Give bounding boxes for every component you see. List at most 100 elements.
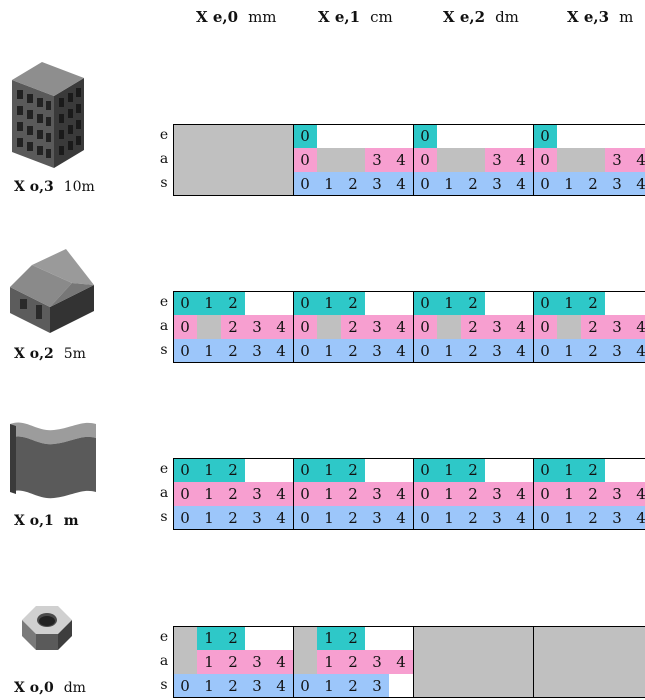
a-level-cell: 3	[605, 315, 629, 339]
blank-cell	[485, 291, 509, 315]
column-unit: dm	[495, 8, 519, 26]
s-level-cell: 2	[341, 506, 365, 530]
row-letter-s: s	[160, 509, 168, 525]
s-level-cell: 1	[437, 339, 461, 363]
a-level-cell: 0	[293, 315, 317, 339]
s-level-cell: 4	[269, 339, 293, 363]
blank-cell	[557, 124, 581, 148]
s-level-cell: 0	[413, 172, 437, 196]
grid-left-border	[173, 124, 174, 196]
blank-cell	[245, 291, 269, 315]
blank-cell	[389, 291, 413, 315]
a-level-cell: 1	[317, 482, 341, 506]
row-letter-s: s	[160, 175, 168, 191]
s-level-cell: 3	[605, 172, 629, 196]
unavailable-block	[533, 626, 645, 698]
s-level-cell: 2	[581, 172, 605, 196]
row-letter-s: s	[160, 342, 168, 358]
e-level-cell: 0	[293, 458, 317, 482]
block-divider	[533, 626, 534, 698]
block-divider	[413, 124, 414, 196]
e-level-cell: 0	[413, 124, 437, 148]
s-level-cell: 0	[413, 339, 437, 363]
e-level-cell: 1	[557, 291, 581, 315]
s-level-cell: 0	[293, 674, 317, 698]
s-level-cell: 1	[317, 506, 341, 530]
a-level-cell: 4	[509, 482, 533, 506]
e-level-cell: 2	[581, 291, 605, 315]
row-letter-e: e	[159, 461, 169, 477]
block-divider	[413, 626, 414, 698]
s-level-cell: 0	[413, 506, 437, 530]
s-level-cell: 2	[461, 506, 485, 530]
block-divider	[413, 291, 414, 363]
s-level-cell: 1	[557, 339, 581, 363]
a-level-cell: 2	[221, 315, 245, 339]
grid-left-border	[173, 291, 174, 363]
row-symbol: X o,2	[14, 346, 54, 362]
s-level-cell: 1	[197, 674, 221, 698]
s-level-cell: 4	[269, 674, 293, 698]
grid-top-border	[173, 291, 645, 292]
e-level-cell: 0	[293, 124, 317, 148]
empty-cell	[557, 315, 581, 339]
a-level-cell: 0	[413, 148, 437, 172]
a-level-cell: 4	[509, 148, 533, 172]
hex-nut-icon	[22, 606, 72, 650]
s-level-cell: 3	[605, 506, 629, 530]
s-level-cell: 4	[509, 339, 533, 363]
column-symbol: X e,3	[567, 8, 610, 26]
blank-cell	[629, 291, 645, 315]
a-level-cell: 2	[221, 482, 245, 506]
a-level-cell: 3	[245, 650, 269, 674]
a-level-cell: 2	[581, 482, 605, 506]
s-level-cell: 4	[389, 339, 413, 363]
a-level-cell: 4	[509, 315, 533, 339]
blank-cell	[605, 291, 629, 315]
a-level-cell: 4	[269, 315, 293, 339]
blank-cell	[605, 124, 629, 148]
block-divider	[533, 458, 534, 530]
e-level-cell: 2	[461, 458, 485, 482]
e-level-cell: 1	[557, 458, 581, 482]
blank-cell	[245, 458, 269, 482]
a-level-cell: 3	[365, 315, 389, 339]
a-level-cell: 3	[365, 148, 389, 172]
column-symbol: X e,1	[318, 8, 361, 26]
column-unit: cm	[370, 8, 393, 26]
row-letter-e: e	[159, 629, 169, 645]
blank-cell	[269, 458, 293, 482]
s-level-cell: 3	[365, 674, 389, 698]
a-level-cell: 3	[485, 315, 509, 339]
blank-cell	[341, 124, 365, 148]
block-divider	[293, 124, 294, 196]
s-level-cell: 1	[317, 339, 341, 363]
blank-cell	[365, 124, 389, 148]
column-header-xe1: X e,1 cm	[318, 8, 393, 26]
s-level-cell: 3	[605, 339, 629, 363]
a-level-cell: 0	[413, 315, 437, 339]
s-level-cell: 2	[341, 674, 365, 698]
empty-cell	[581, 148, 605, 172]
a-level-cell: 3	[245, 315, 269, 339]
a-level-cell: 4	[629, 482, 645, 506]
blank-cell	[581, 124, 605, 148]
row-symbol: X o,0	[14, 680, 54, 696]
s-level-cell: 3	[365, 172, 389, 196]
a-level-cell: 4	[629, 315, 645, 339]
s-level-cell: 3	[365, 339, 389, 363]
e-level-cell: 0	[533, 291, 557, 315]
grid-top-border	[173, 626, 645, 627]
a-level-cell: 4	[389, 482, 413, 506]
